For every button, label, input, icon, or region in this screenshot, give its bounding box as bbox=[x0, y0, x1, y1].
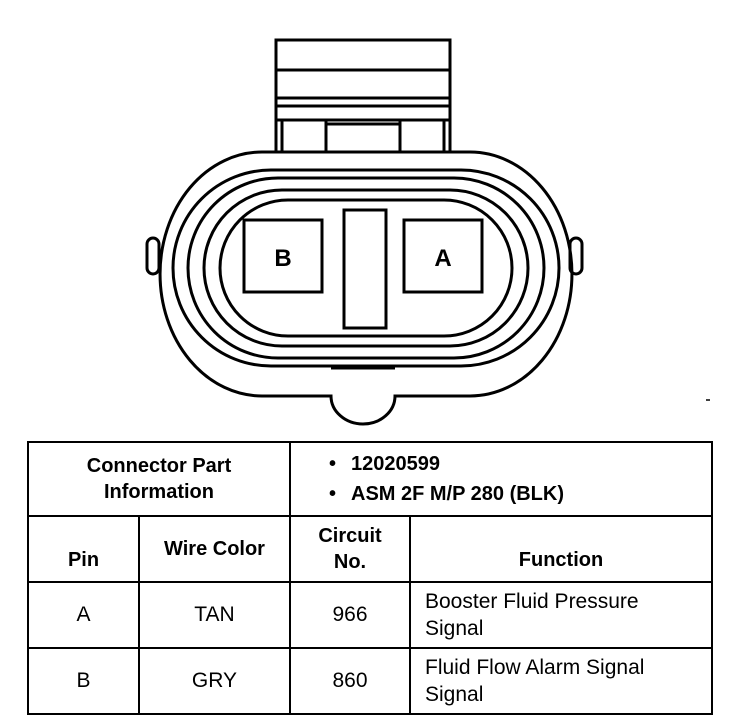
connector-face-diagram: B A bbox=[145, 38, 710, 426]
part-info-label-line2: Information bbox=[104, 481, 214, 503]
part-info-values-cell: • 12020599 • ASM 2F M/P 280 (BLK) bbox=[289, 441, 713, 517]
row-pin: B bbox=[27, 647, 140, 715]
part-description: • ASM 2F M/P 280 (BLK) bbox=[329, 479, 711, 509]
header-circuit-line1: Circuit bbox=[318, 525, 382, 547]
tab-center bbox=[324, 122, 402, 154]
table-row: B GRY 860 Fluid Flow Alarm Signal Signal bbox=[27, 647, 713, 715]
table-row: A TAN 966 Booster Fluid Pressure Signal bbox=[27, 581, 713, 649]
connector-pin-table: Connector Part Information •12020599 •AS… bbox=[27, 441, 713, 715]
part-number-value: 12020599 bbox=[351, 453, 440, 475]
row-circuit: 966 bbox=[289, 581, 411, 649]
side-latch-right bbox=[568, 236, 584, 276]
pin-cavity-a bbox=[402, 218, 484, 294]
row-pin: A bbox=[27, 581, 140, 649]
header-pin: Pin bbox=[27, 515, 140, 583]
row-function-line2: Signal bbox=[425, 617, 484, 640]
row-function-line1: Booster Fluid Pressure bbox=[425, 590, 639, 613]
row-function-line2: Signal bbox=[425, 683, 484, 706]
bullet: • bbox=[329, 453, 337, 475]
tab-lug bbox=[398, 118, 446, 154]
header-circuit-line2: No. bbox=[333, 551, 367, 573]
row-function: Fluid Flow Alarm Signal Signal bbox=[409, 647, 713, 715]
part-number: • 12020599 bbox=[329, 449, 711, 479]
column-header-row: Pin Wire Color Circuit No. Function bbox=[27, 515, 713, 583]
part-description-value: ASM 2F M/P 280 (BLK) bbox=[351, 483, 564, 505]
shell-ring bbox=[171, 168, 561, 368]
pin-cavity-b bbox=[242, 218, 324, 294]
side-latch-left bbox=[145, 236, 161, 276]
pin-label-b: B bbox=[274, 245, 291, 272]
row-wire-color: GRY bbox=[138, 647, 291, 715]
part-info-label-cell: Connector Part Information bbox=[27, 441, 291, 517]
row-function: Booster Fluid Pressure Signal bbox=[409, 581, 713, 649]
center-divider bbox=[342, 208, 388, 330]
row-circuit: 860 bbox=[289, 647, 411, 715]
row-wire-color: TAN bbox=[138, 581, 291, 649]
header-wire-color: Wire Color bbox=[138, 515, 291, 583]
row-function-line1: Fluid Flow Alarm Signal bbox=[425, 656, 645, 679]
part-info-label-line1: Connector Part bbox=[86, 455, 232, 477]
pin-label-a: A bbox=[434, 245, 451, 272]
shell-ring bbox=[186, 176, 546, 360]
header-circuit: Circuit No. bbox=[289, 515, 411, 583]
part-info-row: Connector Part Information • 12020599 • AS… bbox=[27, 441, 713, 517]
tab-lug bbox=[280, 118, 328, 154]
locking-tab bbox=[274, 38, 452, 154]
shell-ring bbox=[218, 198, 514, 338]
bullet: • bbox=[329, 483, 337, 505]
shell-ring bbox=[202, 188, 530, 348]
header-function: Function bbox=[409, 515, 713, 583]
connector-shell bbox=[158, 150, 574, 426]
